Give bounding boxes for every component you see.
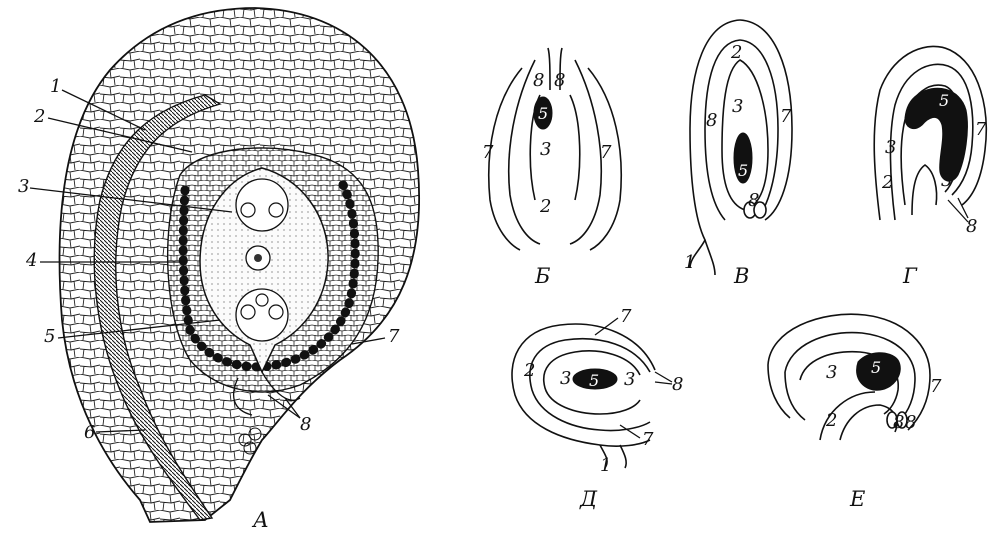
fig-g-embryo-sac: [905, 88, 967, 181]
figure-g-campylotropous: 5 3 3 2 7 8 Г: [874, 46, 987, 288]
fig-g-label-2: 2: [881, 172, 893, 193]
fig-a-label-4: 4: [25, 250, 37, 271]
fig-e-label-2: 2: [825, 410, 837, 431]
fig-d-label-3b: 3: [624, 369, 635, 390]
fig-g-label-3b: 3: [941, 170, 952, 191]
fig-e-label-7: 7: [930, 376, 942, 397]
fig-d-label-1: 1: [600, 455, 611, 476]
fig-a-label-1: 1: [50, 76, 61, 97]
fig-e-label-8b: 8: [905, 412, 916, 433]
fig-e-label-3: 3: [826, 362, 837, 383]
fig-b-label-5: 5: [538, 104, 548, 123]
fig-g-caption: Г: [902, 264, 918, 288]
fig-a-label-7: 7: [388, 326, 400, 347]
figure-d-horizontal: 5 3 3 2 7 7 8 1 Д: [512, 306, 683, 511]
fig-b-label-2: 2: [539, 196, 551, 217]
fig-d-label-2: 2: [523, 360, 535, 381]
fig-g-label-8: 8: [966, 216, 977, 237]
figure-e-amphitropous: 5 3 2 7 8 8 Е: [768, 314, 942, 511]
fig-v-label-7: 7: [780, 106, 792, 127]
fig-b-label-3: 3: [540, 139, 551, 160]
fig-v-label-3: 3: [732, 96, 743, 117]
fig-e-label-8a: 8: [893, 412, 904, 433]
fig-a-label-2: 2: [33, 106, 45, 127]
fig-a-label-6: 6: [84, 422, 95, 443]
fig-d-label-3a: 3: [560, 368, 571, 389]
fig-a-label-5: 5: [44, 326, 55, 347]
figure-a-ovule-section: 1 2 3 4 5 6 7 8 А: [18, 8, 419, 532]
fig-d-label-7a: 7: [620, 306, 632, 327]
fig-g-label-7: 7: [975, 119, 987, 140]
fig-v-label-1: 1: [684, 252, 695, 273]
figure-b-orthotropous: 5 8 8 3 2 7 7 Б: [482, 48, 621, 288]
egg-apparatus: [236, 289, 288, 341]
fig-v-label-2: 2: [730, 42, 742, 63]
fig-b-label-8a: 8: [533, 70, 544, 91]
fig-v-label-8b: 8: [748, 190, 759, 211]
fig-v-label-5: 5: [738, 161, 748, 180]
fig-v-caption: В: [733, 264, 749, 288]
fig-d-label-8: 8: [672, 374, 683, 395]
fig-b-caption: Б: [534, 264, 550, 288]
fig-a-caption: А: [251, 508, 269, 532]
fig-d-label-5: 5: [589, 371, 599, 390]
fig-d-label-7b: 7: [642, 429, 654, 450]
fig-g-label-3a: 3: [885, 137, 896, 158]
fig-e-caption: Е: [849, 487, 865, 511]
fig-g-label-5: 5: [939, 91, 949, 110]
fig-b-label-8b: 8: [554, 70, 565, 91]
fig-b-label-7b: 7: [600, 142, 612, 163]
fig-e-label-5: 5: [871, 358, 881, 377]
fig-b-label-7a: 7: [482, 142, 494, 163]
fig-d-caption: Д: [579, 487, 598, 511]
fig-v-label-8a: 8: [706, 110, 717, 131]
fig-a-label-3: 3: [18, 176, 29, 197]
figure-v-anatropous: 5 2 3 8 7 8 1 В: [684, 20, 792, 288]
fig-a-label-8: 8: [300, 414, 311, 435]
